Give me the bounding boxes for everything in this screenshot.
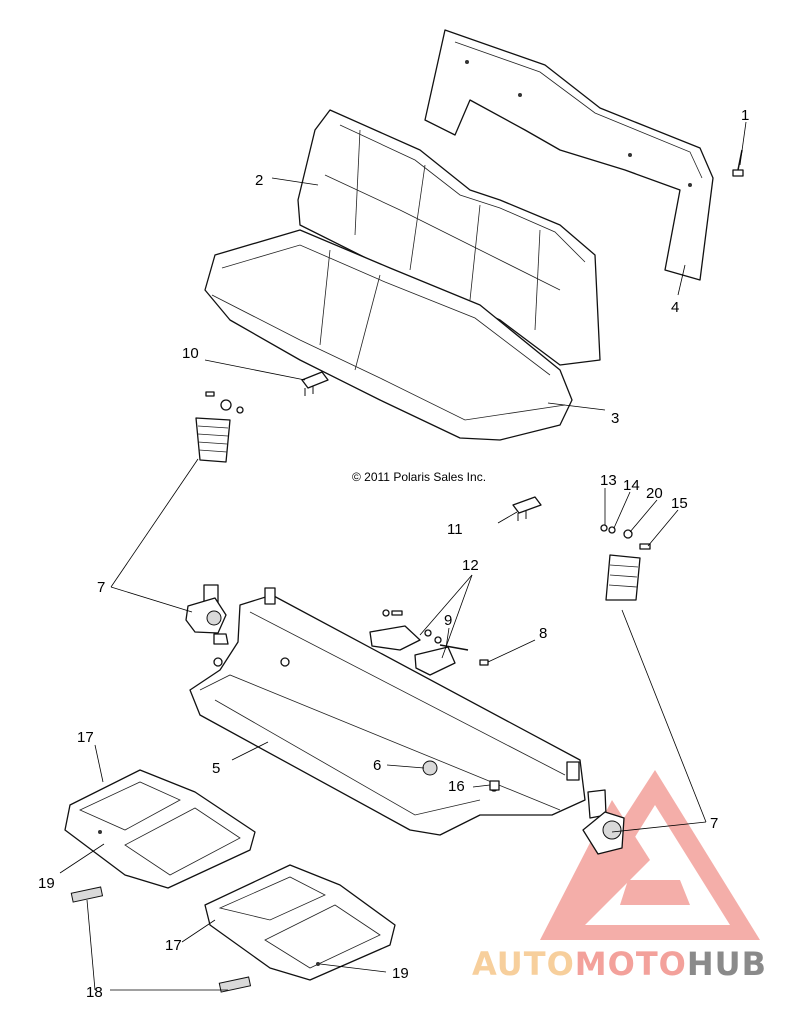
clip-part-10 bbox=[301, 371, 329, 396]
leader-lines bbox=[59, 121, 747, 991]
callout-18: 18 bbox=[86, 984, 103, 1001]
storage-bin-lower bbox=[204, 864, 396, 981]
label-part-18 bbox=[70, 886, 252, 993]
callout-9: 9 bbox=[444, 612, 452, 629]
belt-receiver-part-12 bbox=[369, 609, 469, 676]
callout-2: 2 bbox=[255, 172, 263, 189]
callout-11: 11 bbox=[447, 521, 463, 538]
callout-3: 3 bbox=[611, 410, 619, 427]
seat-back-panel bbox=[424, 29, 714, 281]
callout-8: 8 bbox=[539, 625, 547, 642]
callout-13: 13 bbox=[600, 472, 617, 489]
callout-19-upper: 19 bbox=[38, 875, 55, 892]
seat-backrest bbox=[297, 109, 601, 366]
seat-belt-buckle-right bbox=[582, 524, 651, 855]
callout-6: 6 bbox=[373, 757, 381, 774]
seat-bottom-cushion bbox=[204, 229, 573, 441]
svg-text:AUTOMOTOHUB: AUTOMOTOHUB bbox=[472, 945, 767, 983]
seat-belt-buckle-left bbox=[185, 391, 244, 667]
callout-17-upper: 17 bbox=[77, 729, 94, 746]
callout-7-right: 7 bbox=[710, 815, 718, 832]
callouts: 1 2 3 4 5 6 7 7 8 9 10 11 12 13 14 15 16… bbox=[38, 107, 749, 1001]
callout-17-lower: 17 bbox=[165, 937, 182, 954]
callout-15: 15 bbox=[671, 495, 688, 512]
watermark-hub: HUB bbox=[687, 945, 767, 983]
callout-5: 5 bbox=[212, 760, 220, 777]
clip-part-11 bbox=[512, 496, 542, 521]
nut-part-16 bbox=[489, 780, 500, 791]
callout-7-left: 7 bbox=[97, 579, 105, 596]
grommet-part-6 bbox=[422, 760, 438, 776]
callout-4: 4 bbox=[671, 299, 679, 316]
copyright-notice: © 2011 Polaris Sales Inc. bbox=[352, 470, 486, 484]
watermark-auto: AUTO bbox=[472, 945, 575, 983]
watermark-moto: MOTO bbox=[575, 945, 687, 983]
storage-bin-upper bbox=[64, 769, 256, 889]
seat-frame bbox=[189, 587, 586, 836]
callout-14: 14 bbox=[623, 477, 640, 494]
watermark-wordmark: AUTOMOTOHUB bbox=[472, 945, 767, 983]
callout-19-lower: 19 bbox=[392, 965, 409, 982]
callout-12: 12 bbox=[462, 557, 479, 574]
callout-20: 20 bbox=[646, 485, 663, 502]
callout-1: 1 bbox=[741, 107, 749, 124]
callout-10: 10 bbox=[182, 345, 199, 362]
bolt-part-8 bbox=[479, 659, 489, 666]
callout-16: 16 bbox=[448, 778, 465, 795]
